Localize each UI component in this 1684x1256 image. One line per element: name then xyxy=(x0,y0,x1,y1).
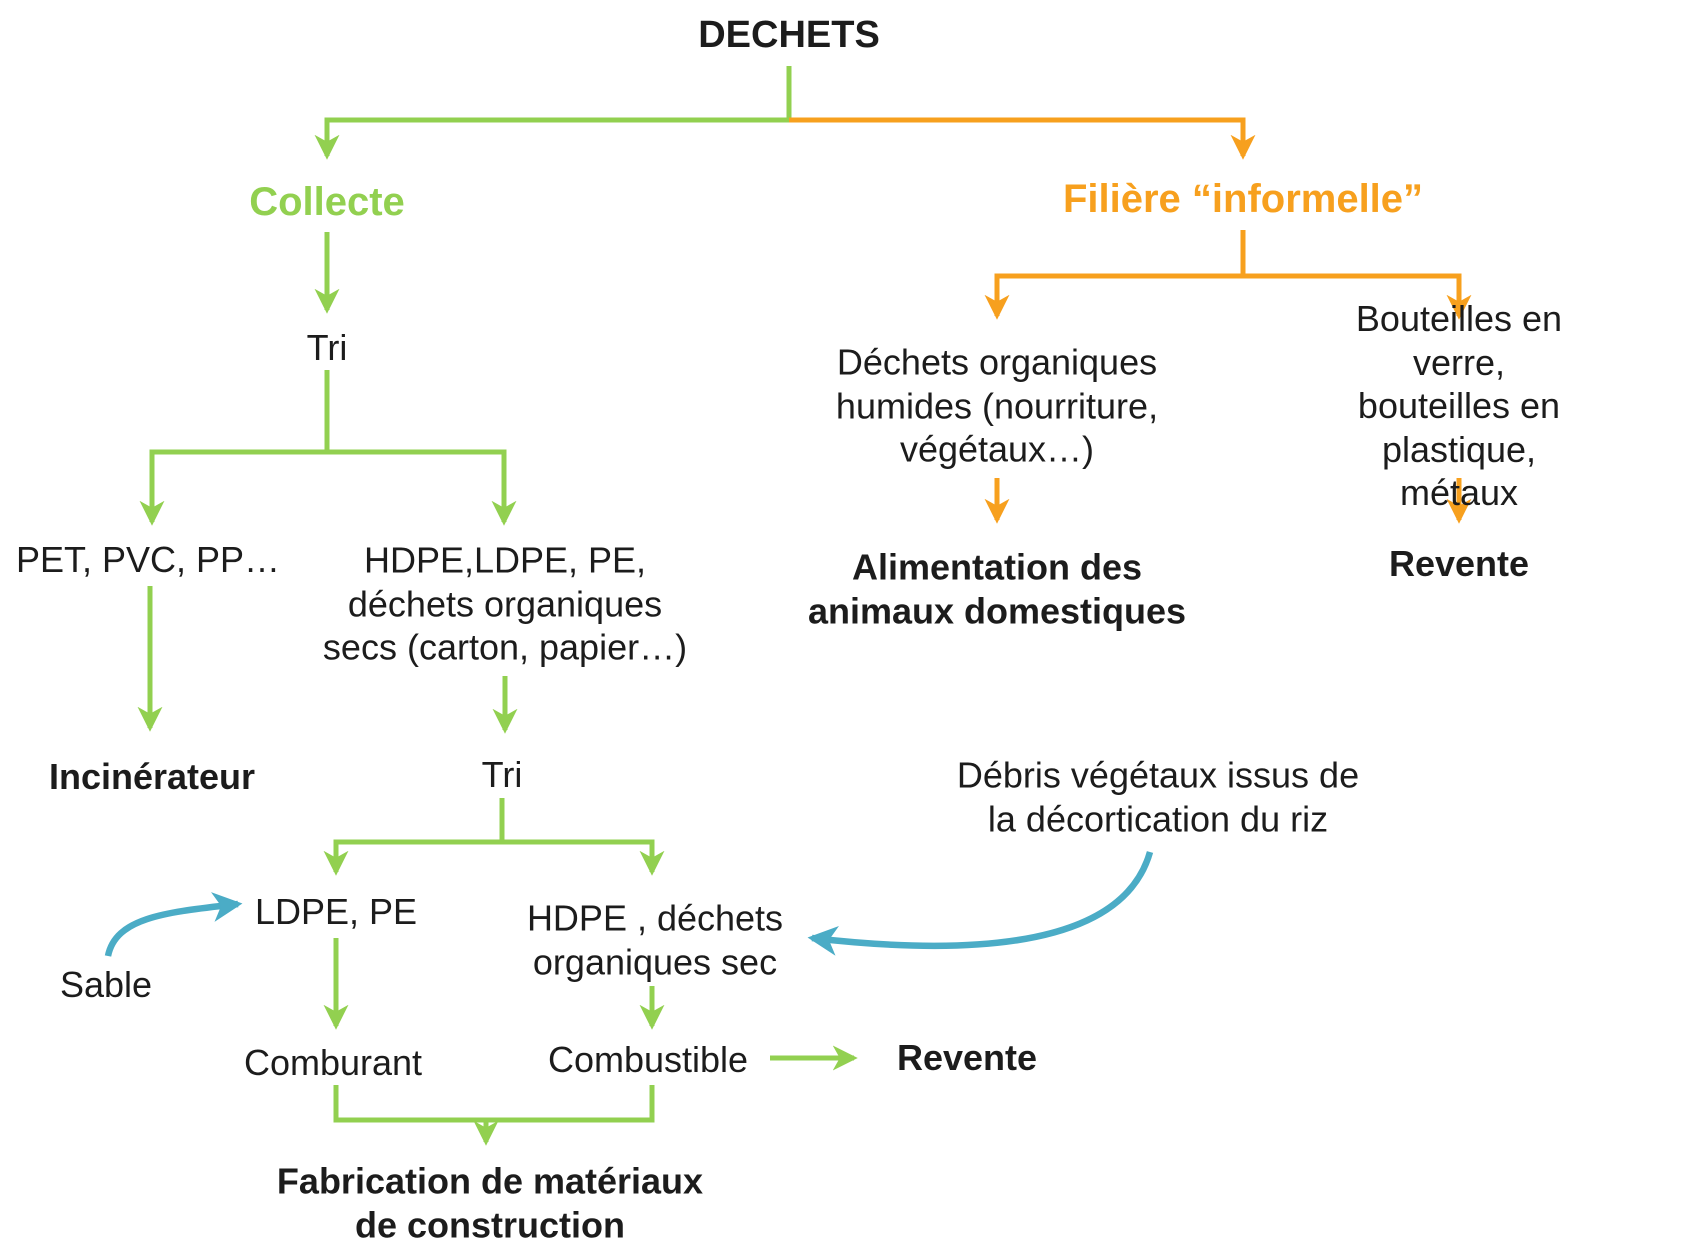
edge-tri2-hdpe-sec xyxy=(502,839,665,876)
node-combustible: Combustible xyxy=(547,1039,749,1081)
node-sable: Sable xyxy=(59,964,153,1006)
edge-tri-hdpe-group xyxy=(327,449,517,526)
node-incinerateur: Incinérateur xyxy=(48,756,256,798)
node-dechets-organiques: Déchets organiques humides (nourriture, … xyxy=(835,341,1159,470)
node-hdpe-group: HDPE,LDPE, PE, déchets organiques secs (… xyxy=(322,539,688,668)
node-ldpe-pe: LDPE, PE xyxy=(254,891,418,933)
node-dechets: DECHETS xyxy=(698,14,880,57)
edge-sable-ldpe xyxy=(104,892,243,957)
node-revente-vente: Revente xyxy=(896,1037,1038,1079)
edge-merge-bracket xyxy=(333,1085,655,1123)
node-tri-2: Tri xyxy=(481,754,523,796)
node-fabrication: Fabrication de matériaux de construction xyxy=(276,1160,704,1245)
node-revente-informelle: Revente xyxy=(1388,543,1530,585)
edge-debris-hdpe-sec xyxy=(807,851,1154,956)
node-bouteilles: Bouteilles en verre, bouteilles en plast… xyxy=(1355,298,1563,514)
node-comburant: Comburant xyxy=(243,1042,423,1084)
node-tri-1: Tri xyxy=(306,327,348,369)
node-hdpe-sec: HDPE , déchets organiques sec xyxy=(526,897,784,982)
edge-tri2-ldpe xyxy=(323,839,502,876)
edge-filiere-dechets-org xyxy=(984,273,1243,320)
edge-tri-pet xyxy=(139,449,327,526)
node-filiere: Filière “informelle” xyxy=(1062,176,1424,221)
edge-dechets-filiere xyxy=(789,117,1256,160)
edge-filiere-bouteilles xyxy=(1243,273,1472,320)
edge-dechets-collecte xyxy=(314,117,789,160)
node-debris-vegetaux: Débris végétaux issus de la décorticatio… xyxy=(956,754,1360,839)
node-alimentation: Alimentation des animaux domestiques xyxy=(807,546,1187,631)
node-pet-pvc-pp: PET, PVC, PP… xyxy=(15,539,281,581)
node-collecte: Collecte xyxy=(249,179,405,224)
